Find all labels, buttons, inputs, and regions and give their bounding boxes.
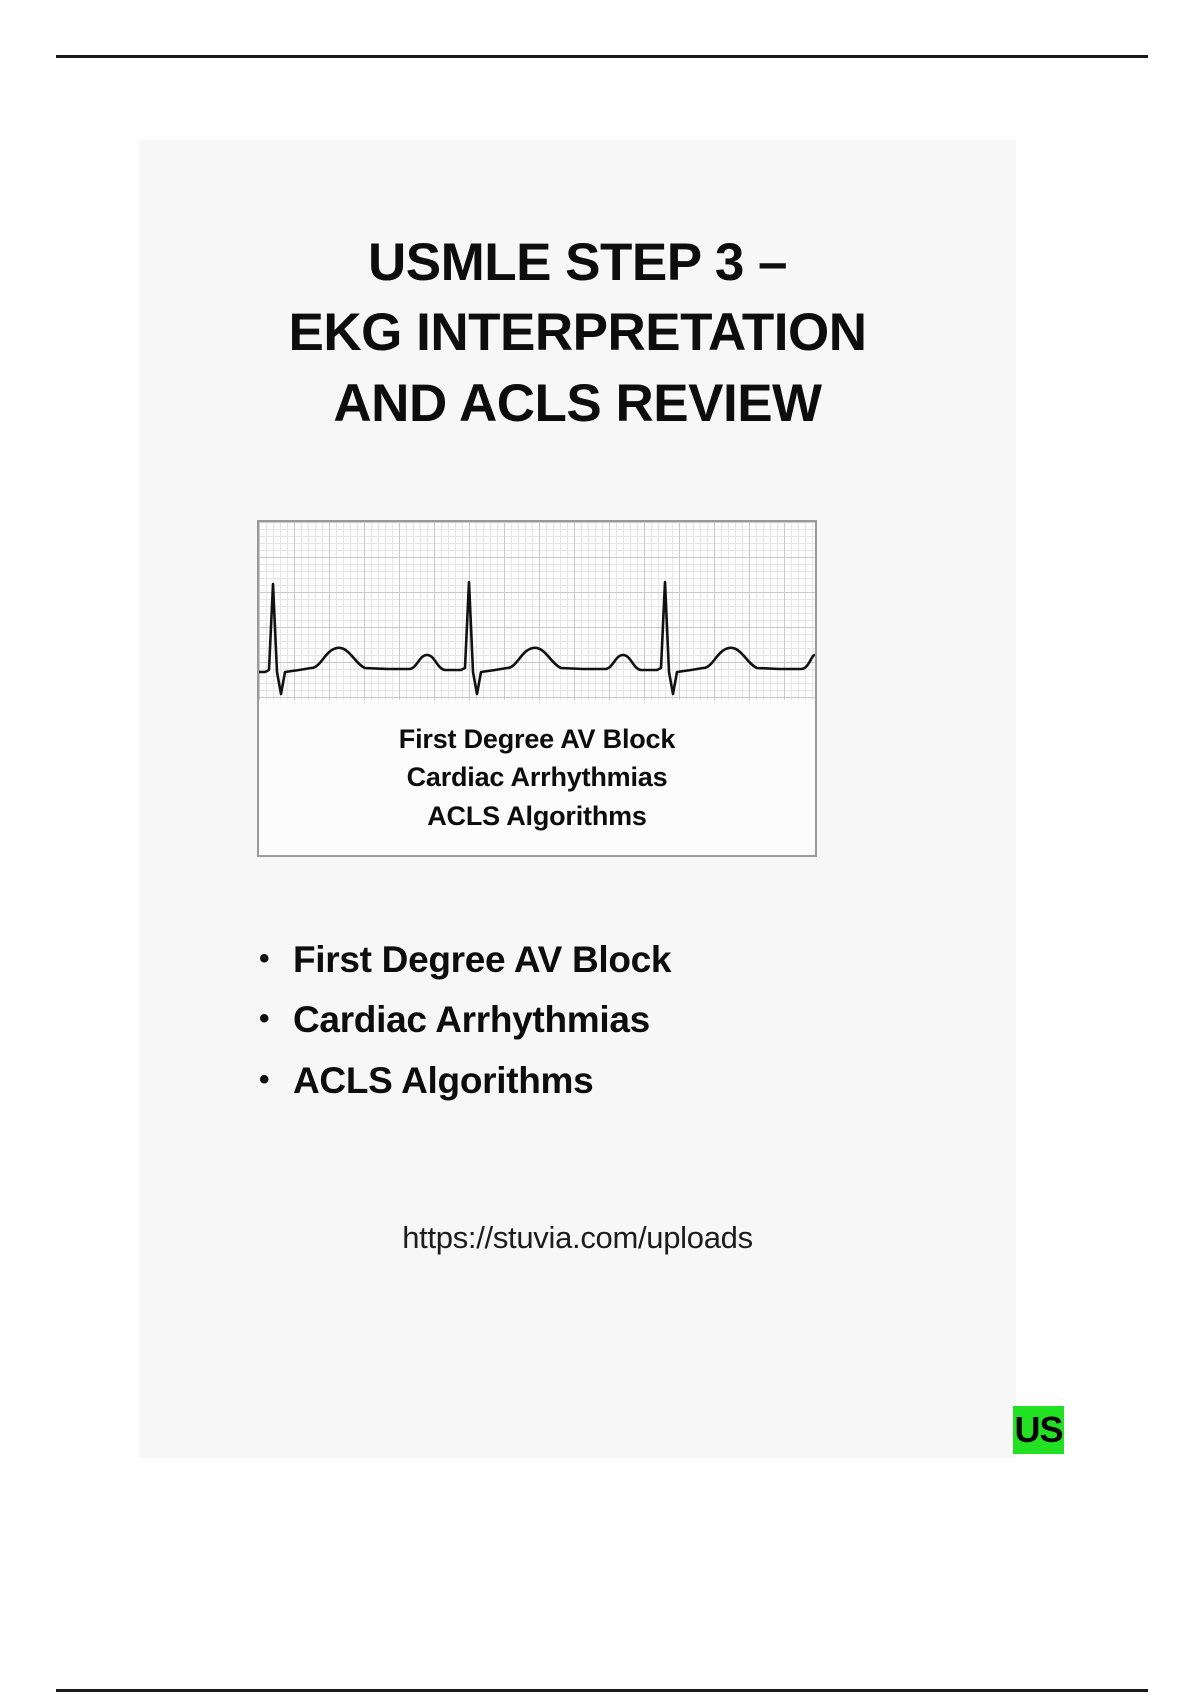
bullet-dot-icon: • [259,942,270,975]
source-url[interactable]: https://stuvia.com/uploads [402,1220,753,1255]
ekg-caption-line-2: Cardiac Arrhythmias [406,762,668,793]
ekg-waveform-trace [259,580,815,696]
slide-panel: USMLE STEP 3 – EKG INTERPRETATION AND AC… [139,140,1016,1458]
ekg-caption-line-1: First Degree AV Block [398,724,676,754]
list-item-label: ACLS Algorithms [293,1059,594,1101]
bullet-dot-icon: • [259,1062,270,1096]
page-top-rule [56,55,1148,58]
bullet-dot-icon: • [259,1002,270,1036]
stuvia-logo-badge[interactable]: US [1013,1406,1064,1454]
ekg-caption-block: First Degree AV Block Cardiac Arrhythmia… [259,700,815,855]
page-bottom-rule [56,1689,1148,1692]
ekg-rhythm-strip [259,522,815,701]
stuvia-badge-label: US [1014,1409,1063,1450]
list-item: • Cardiac Arrhythmias [259,990,959,1050]
list-item: • ACLS Algorithms [259,1051,959,1111]
ekg-caption-line-3: ACLS Algorithms [427,800,647,831]
list-item: • First Degree AV Block [259,930,959,990]
list-item-label: First Degree AV Block [293,939,672,980]
ekg-grid-paper [259,522,815,700]
ekg-figure: First Degree AV Block Cardiac Arrhythmia… [257,520,817,857]
topic-bullet-list: • First Degree AV Block • Cardiac Arrhyt… [259,930,959,1111]
page-title: USMLE STEP 3 – EKG INTERPRETATION AND AC… [288,233,867,433]
list-item-label: Cardiac Arrhythmias [293,999,650,1041]
